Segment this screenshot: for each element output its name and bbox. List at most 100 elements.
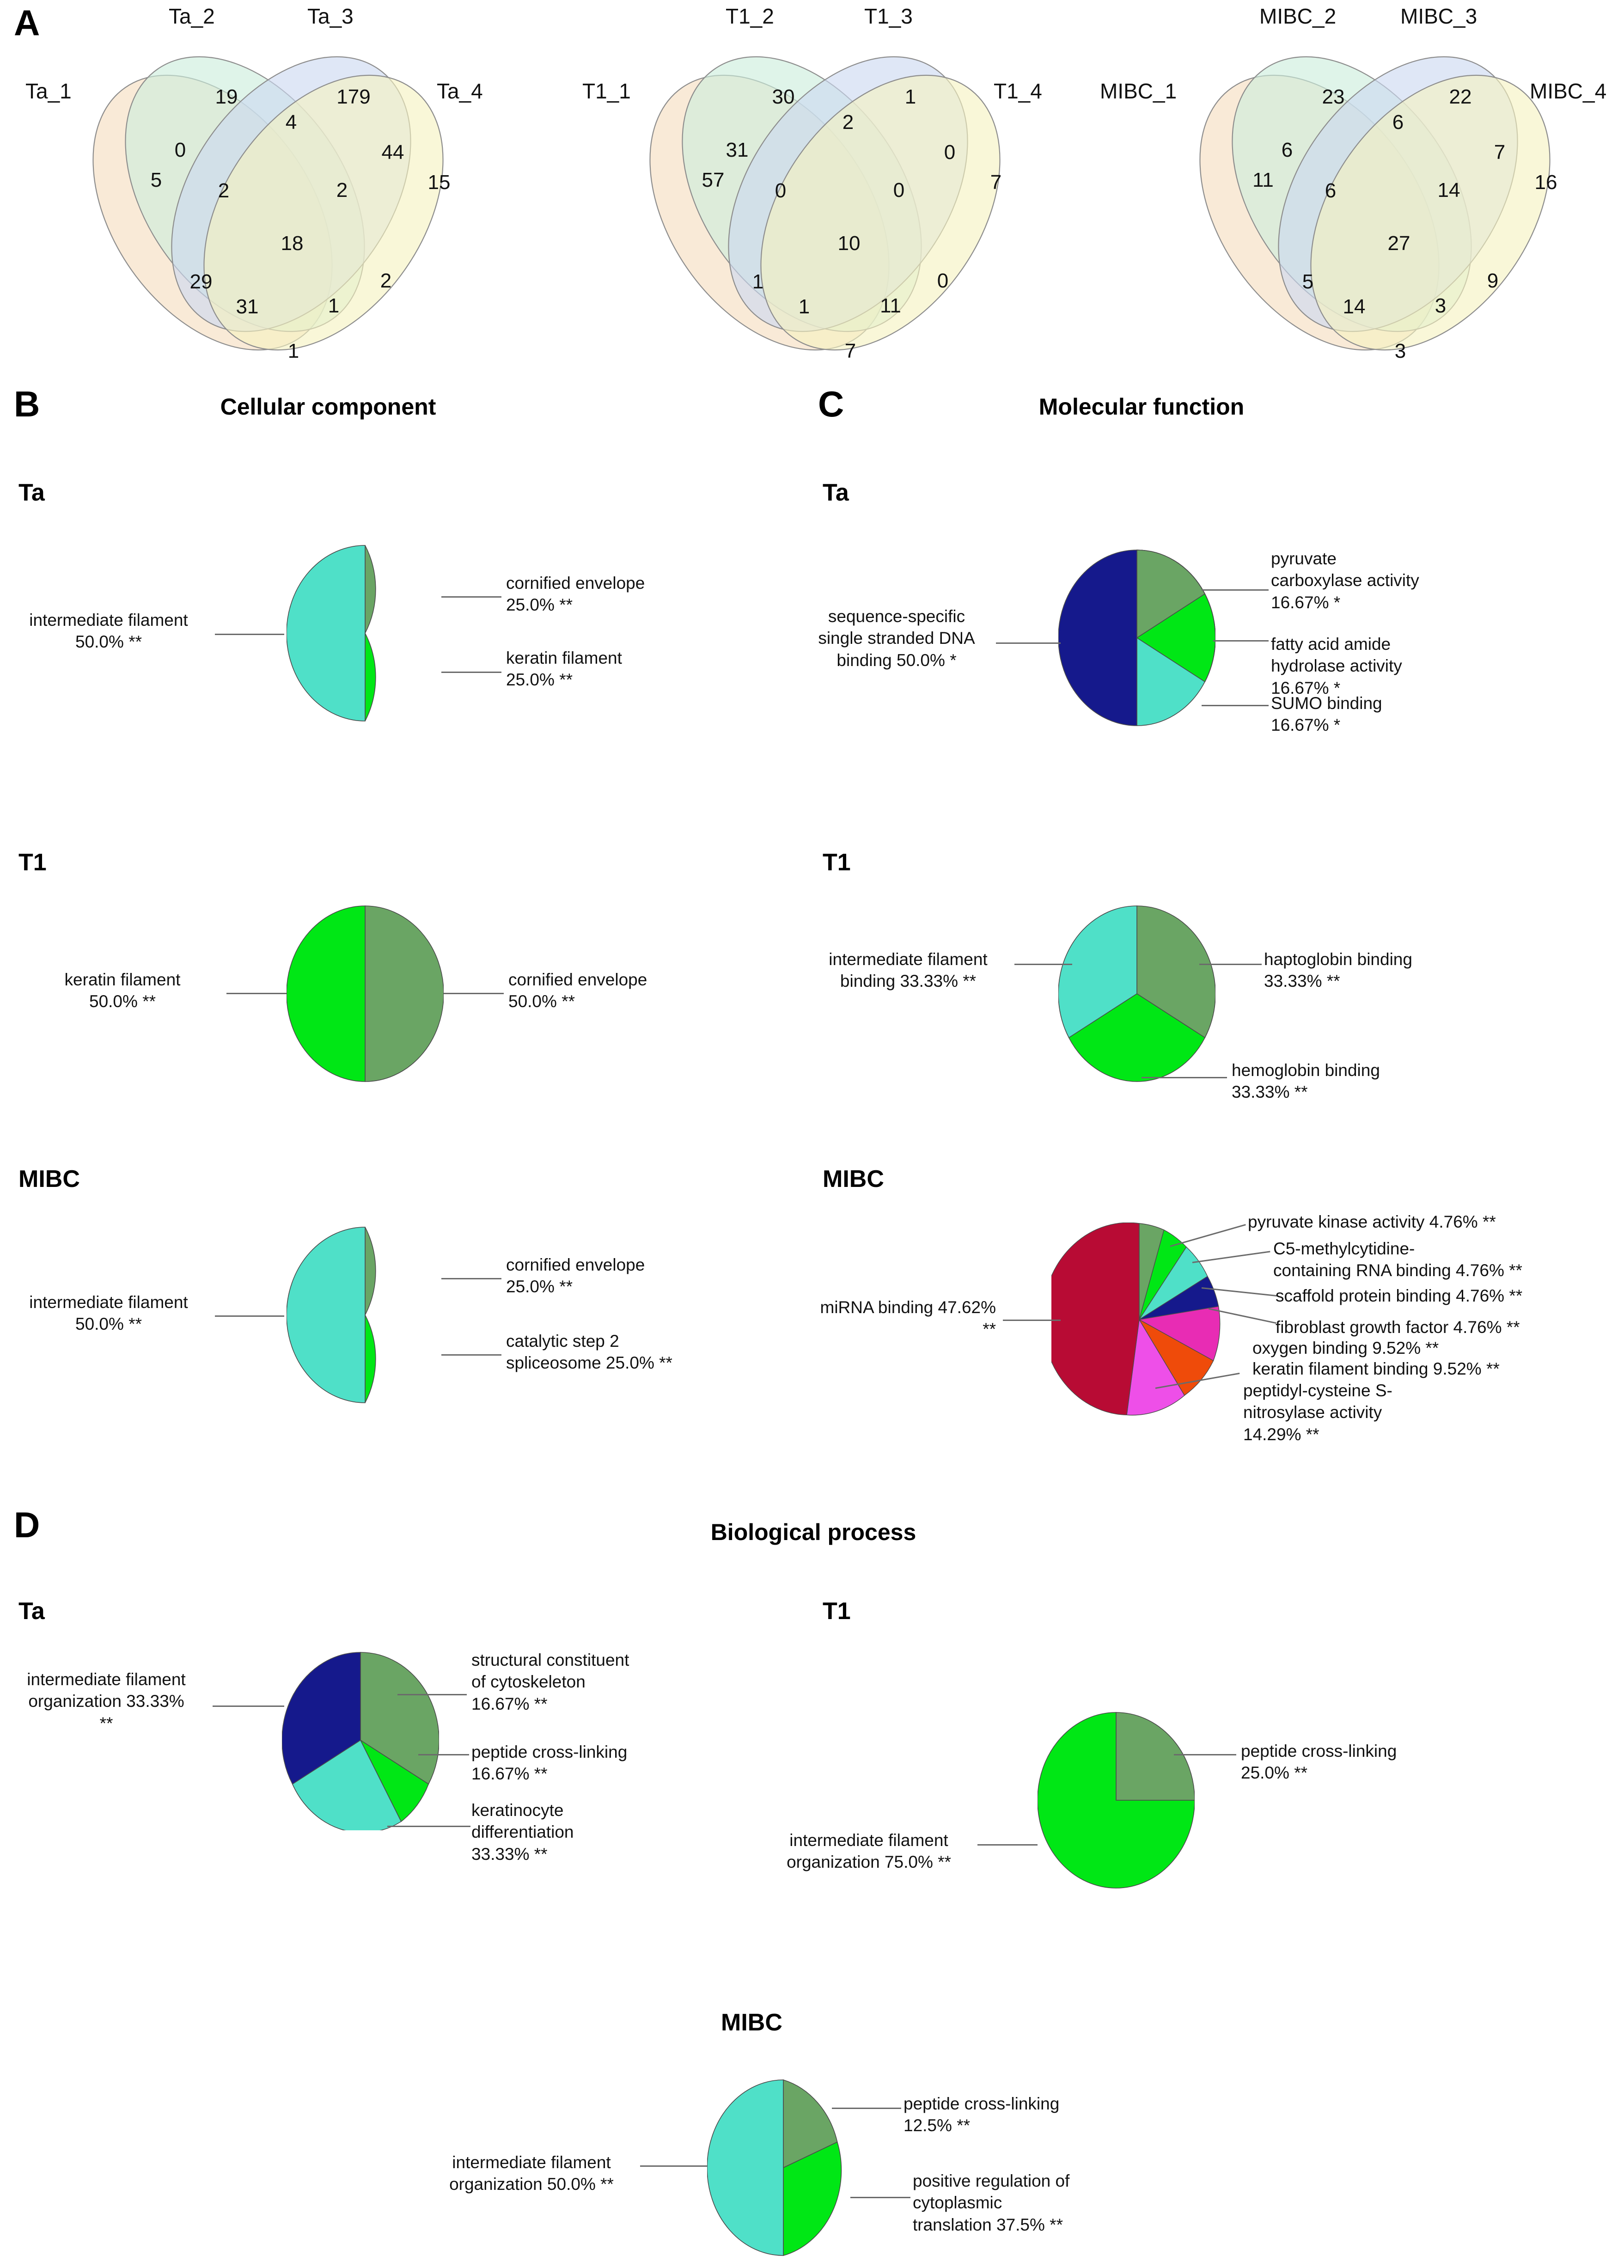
venn-mibc-count: 23	[1322, 86, 1345, 108]
leader-bp-t1-intermediate	[977, 1844, 1038, 1846]
venn-t1-count: 0	[937, 269, 949, 292]
leader-bp-ta-structural	[397, 1694, 467, 1695]
label-cc-ta-cornified: cornified envelope 25.0% **	[506, 574, 645, 615]
leader-mf-ta-sumo	[1202, 705, 1269, 706]
leader-bp-ta-keratinocyte	[387, 1826, 470, 1827]
venn-t1-count: 10	[837, 232, 861, 255]
label-mf-mibc-mirna: miRNA binding 47.62% **	[820, 1298, 996, 1339]
pie-bp-ta-svg	[282, 1652, 439, 1830]
leader-bp-t1-peptide	[1174, 1754, 1236, 1755]
group-label-c-mibc: MIBC	[823, 1166, 884, 1192]
venn-mibc-count: 6	[1392, 111, 1404, 134]
label-mf-mibc-oxygen: oxygen binding 9.52% **	[1252, 1339, 1439, 1357]
label-mf-ta-seq: sequence-specific single stranded DNA bi…	[818, 607, 975, 670]
panel-c-title: Molecular function	[1038, 394, 1245, 420]
leader-cc-ta-keratin	[441, 672, 501, 673]
venn-t1-count: 1	[904, 86, 916, 108]
label-mf-mibc-pyruvate: pyruvate kinase activity 4.76% **	[1248, 1212, 1496, 1231]
label-mf-mibc-peptidyl: peptidyl-cysteine S- nitrosylase activit…	[1243, 1381, 1392, 1444]
pie-bp-mibc-svg	[707, 2079, 842, 2256]
venn-t1-set2-label: T1_2	[726, 4, 774, 28]
label-cc-ta-intermediate: intermediate filament 50.0% **	[29, 611, 188, 652]
leader-bp-ta-peptide	[418, 1754, 469, 1755]
venn-t1-count: 30	[772, 86, 795, 108]
label-cc-t1-cornified: cornified envelope 50.0% **	[508, 970, 647, 1011]
panel-b-title: Cellular component	[220, 394, 436, 420]
venn-ta-count: 1	[287, 340, 299, 362]
venn-ta-count: 2	[336, 179, 348, 202]
panel-b-letter: B	[14, 384, 40, 424]
label-mf-mibc-keratin: keratin filament binding 9.52% **	[1252, 1359, 1500, 1378]
venn-ta-count: 2	[218, 179, 230, 202]
venn-diagram-ta: Ta_1 Ta_2 Ta_3 Ta_4 19 179 4 0 44 5 2 2 …	[25, 4, 508, 362]
venn-mibc-count: 3	[1394, 340, 1406, 362]
venn-mibc-count: 11	[1252, 169, 1274, 191]
venn-ta-set4-label: Ta_4	[437, 79, 483, 103]
label-cc-mibc-catalytic: catalytic step 2 spliceosome 25.0% **	[506, 1332, 672, 1373]
panel-d-title: Biological process	[710, 1519, 916, 1545]
pie-bp-t1	[1038, 1710, 1195, 1890]
venn-mibc-count: 3	[1435, 294, 1447, 317]
venn-mibc-count: 5	[1302, 270, 1314, 293]
label-bp-ta-keratinocyte: keratinocyte differentiation 33.33% **	[471, 1801, 574, 1864]
leader-mf-t1-hemo	[1142, 1077, 1227, 1078]
venn-ta-count: 31	[236, 295, 259, 318]
venn-t1-count: 0	[944, 141, 956, 164]
venn-t1-count: 0	[893, 179, 905, 202]
label-bp-ta-intermediate: intermediate filament organization 33.33…	[27, 1670, 186, 1733]
venn-mibc-set2-label: MIBC_2	[1259, 4, 1337, 28]
venn-t1-count: 57	[702, 169, 725, 191]
venn-ta-count: 44	[381, 141, 404, 164]
leader-bp-mibc-positive	[850, 2197, 910, 2198]
pie-mf-t1	[1058, 904, 1215, 1084]
label-cc-mibc-intermediate: intermediate filament 50.0% **	[29, 1293, 188, 1334]
leader-bp-ta-intermediate	[213, 1706, 284, 1707]
panel-a-letter: A	[14, 2, 40, 43]
pie-mf-t1-svg	[1058, 905, 1215, 1082]
pie-mf-mibc-svg	[1051, 1223, 1221, 1416]
label-mf-ta-fatty: fatty acid amide hydrolase activity 16.6…	[1271, 635, 1402, 697]
label-bp-t1-intermediate: intermediate filament organization 75.0%…	[787, 1831, 951, 1872]
venn-t1-count: 31	[726, 139, 749, 161]
venn-diagram-t1: T1_1 T1_2 T1_3 T1_4 30 1 2 31 0 57 0 0 7…	[582, 4, 1065, 362]
venn-mibc-count: 7	[1494, 141, 1506, 164]
pie-cc-mibc	[287, 1225, 444, 1405]
group-label-c-ta: Ta	[823, 479, 849, 506]
venn-t1-count: 7	[844, 340, 856, 362]
venn-mibc-set1-label: MIBC_1	[1100, 79, 1177, 103]
pie-mf-mibc	[1051, 1223, 1227, 1417]
leader-cc-t1-cornified	[444, 993, 504, 994]
venn-diagram-mibc: MIBC_1 MIBC_2 MIBC_3 MIBC_4 23 22 6 6 7 …	[1100, 4, 1615, 362]
label-mf-t1-intermediate: intermediate filament binding 33.33% **	[829, 950, 988, 991]
venn-mibc-count: 27	[1387, 232, 1410, 255]
label-mf-t1-hemo: hemoglobin binding 33.33% **	[1232, 1061, 1380, 1102]
group-label-b-mibc: MIBC	[18, 1166, 80, 1192]
leader-mf-t1-intermediate	[1014, 964, 1072, 965]
label-mf-mibc-fibroblast: fibroblast growth factor 4.76% **	[1276, 1318, 1520, 1337]
label-bp-mibc-intermediate: intermediate filament organization 50.0%…	[449, 2153, 614, 2194]
venn-mibc-count: 14	[1437, 179, 1460, 202]
leader-bp-mibc-peptide	[832, 2108, 901, 2109]
group-label-c-t1: T1	[823, 849, 851, 876]
label-mf-ta-sumo: SUMO binding 16.67% *	[1271, 694, 1382, 735]
leader-cc-t1-keratin	[226, 993, 287, 994]
venn-ta-count: 4	[285, 111, 297, 134]
venn-ta-count: 29	[189, 270, 213, 293]
venn-mibc-count: 6	[1325, 179, 1337, 202]
pie-mf-ta	[1058, 548, 1215, 728]
pie-bp-ta	[282, 1650, 439, 1830]
group-label-b-t1: T1	[18, 849, 47, 876]
pie-bp-mibc	[707, 2078, 860, 2258]
leader-mf-ta-pyruvate	[1202, 589, 1269, 591]
venn-t1-set4-label: T1_4	[994, 79, 1042, 103]
group-label-d-ta: Ta	[18, 1598, 45, 1625]
leader-bp-mibc-intermediate	[640, 2165, 707, 2167]
venn-ta-count: 179	[336, 86, 371, 108]
pie-mf-ta-svg	[1058, 550, 1215, 726]
label-bp-mibc-peptide: peptide cross-linking 12.5% **	[904, 2094, 1060, 2135]
venn-mibc-set3-label: MIBC_3	[1400, 4, 1477, 28]
venn-mibc-svg	[1199, 56, 1551, 351]
panel-c-letter: C	[818, 384, 844, 424]
leader-cc-ta-intermediate	[215, 634, 284, 635]
venn-mibc-count: 22	[1449, 86, 1472, 108]
